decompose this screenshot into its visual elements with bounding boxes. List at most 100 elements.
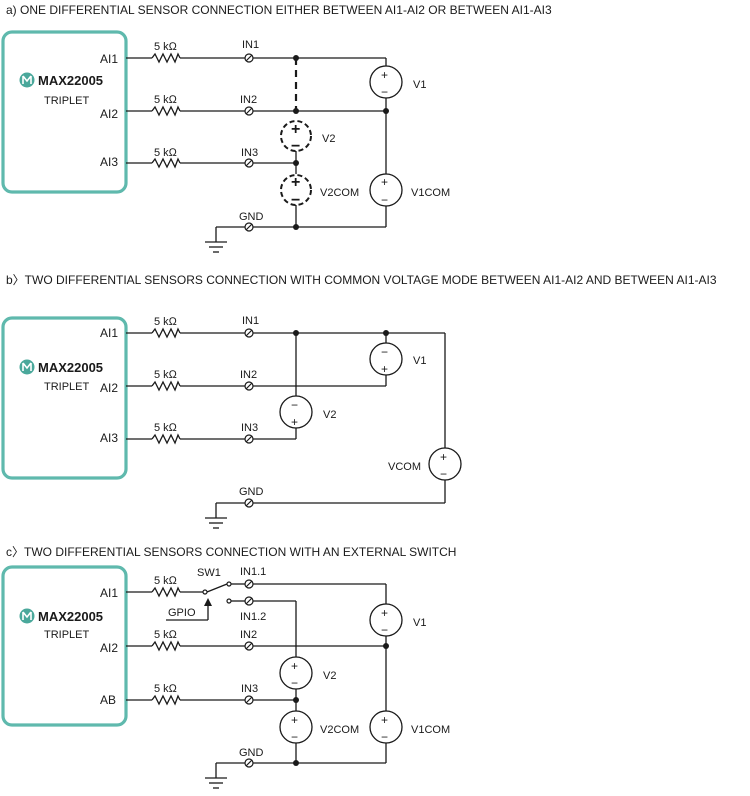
panel-b-label-in1: IN1 (242, 315, 259, 327)
panel-a-label-in3: IN3 (241, 147, 258, 159)
panel-c-label-in2: IN2 (240, 629, 257, 641)
panel-c-label-in1-2: IN1.2 (240, 611, 266, 623)
panel-b-res-label-2: 5 kΩ (154, 369, 178, 381)
panel-b-res-label-3: 5 kΩ (154, 422, 178, 434)
svg-text:−: − (381, 623, 388, 637)
svg-text:+: + (381, 68, 388, 82)
panel-b-res-label-1: 5 kΩ (154, 316, 178, 328)
panel-b-label-v1: V1 (413, 355, 426, 367)
panel-b-terminal-in2 (244, 381, 254, 391)
panel-a-label-v1com: V1COM (411, 187, 450, 199)
panel-b-resistor-2 (151, 381, 181, 391)
panel-c-ground-icon (204, 777, 228, 789)
panel-c-label-gnd: GND (239, 747, 264, 759)
panel-a-ground-icon (204, 241, 228, 253)
panel-c-res-label-2: 5 kΩ (154, 629, 178, 641)
svg-text:+: + (291, 174, 300, 191)
panel-b-terminal-in1 (244, 328, 254, 338)
panel-c-label-sw1: SW1 (197, 567, 221, 579)
panel-a-resistor-2 (151, 106, 181, 116)
svg-text:−: − (381, 345, 388, 359)
panel-c-res-label-3: 5 kΩ (154, 683, 178, 695)
panel-a-res-label-3: 5 kΩ (154, 147, 178, 159)
panel-b-chip (1, 316, 128, 480)
panel-c-switch-contact-2 (226, 598, 232, 604)
svg-text:+: + (381, 606, 388, 620)
panel-c-pin-ai1: AI1 (100, 586, 118, 600)
panel-b-pin-ai3: AI3 (100, 431, 118, 445)
svg-text:+: + (381, 362, 388, 376)
panel-b-resistor-1 (151, 328, 181, 338)
panel-b-label-v2: V2 (323, 409, 336, 421)
panel-b-resistor-3 (151, 434, 181, 444)
panel-c-label-v1com: V1COM (411, 724, 450, 736)
panel-c-switch-arrow-icon (204, 598, 212, 606)
svg-text:−: − (381, 85, 388, 99)
panel-c-resistor-1 (151, 587, 181, 597)
panel-a-label-v2: V2 (322, 133, 335, 145)
panel-a-terminal-in2 (244, 106, 254, 116)
panel-a-terminal-gnd (244, 222, 254, 232)
panel-c-label-gpio: GPIO (168, 607, 196, 619)
panel-c-chip-name: MAX22005 (38, 609, 103, 624)
svg-text:−: − (291, 138, 300, 155)
svg-text:+: + (440, 450, 447, 464)
panel-c-chip-sub: TRIPLET (44, 629, 90, 641)
panel-b-label-in2: IN2 (240, 369, 257, 381)
panel-c-title: c〉TWO DIFFERENTIAL SENSORS CONNECTION WI… (6, 545, 456, 559)
panel-c-label-v2com: V2COM (320, 724, 359, 736)
panel-a-terminal-in3 (244, 158, 254, 168)
svg-text:+: + (291, 659, 298, 673)
svg-text:+: + (381, 175, 388, 189)
panel-b-label-vcom: VCOM (388, 461, 421, 473)
panel-a-res-label-2: 5 kΩ (154, 94, 178, 106)
svg-text:−: − (291, 192, 300, 209)
panel-a-label-gnd: GND (239, 211, 264, 223)
panel-c-label-v1: V1 (413, 617, 426, 629)
panel-c-label-in1-1: IN1.1 (240, 566, 266, 578)
svg-text:−: − (381, 193, 388, 207)
panel-b-label-gnd: GND (239, 486, 264, 498)
panel-b-title: b〉TWO DIFFERENTIAL SENSORS CONNECTION WI… (6, 273, 717, 287)
panel-a-chip-name: MAX22005 (38, 73, 103, 88)
svg-text:−: − (381, 730, 388, 744)
panel-c-label-in3: IN3 (241, 683, 258, 695)
panel-c-terminal-in2 (244, 641, 254, 651)
panel-c-pin-ai2: AI2 (100, 641, 118, 655)
maxim-logo-icon (18, 71, 36, 89)
panel-c-resistor-3 (151, 695, 181, 705)
panel-b-chip-sub: TRIPLET (44, 381, 90, 393)
panel-c-terminal-in3 (244, 695, 254, 705)
panel-c-terminal-in1-1 (244, 579, 254, 589)
svg-text:−: − (291, 398, 298, 412)
svg-text:−: − (291, 676, 298, 690)
panel-a-source-v2com (280, 174, 312, 206)
panel-c-switch-contact-1 (226, 581, 232, 587)
maxim-logo-icon (18, 607, 36, 625)
panel-a-resistor-1 (151, 53, 181, 63)
panel-a-source-v2 (280, 120, 312, 152)
panel-a-terminal-in1 (244, 53, 254, 63)
maxim-logo-icon (18, 358, 36, 376)
panel-a-resistor-3 (151, 158, 181, 168)
svg-text:−: − (291, 730, 298, 744)
svg-text:+: + (291, 713, 298, 727)
panel-b-terminal-gnd (244, 498, 254, 508)
panel-a-res-label-1: 5 kΩ (154, 41, 178, 53)
panel-b-pin-ai2: AI2 (100, 381, 118, 395)
svg-text:−: − (440, 467, 447, 481)
panel-c-label-v2: V2 (323, 670, 336, 682)
panel-c-resistor-2 (151, 641, 181, 651)
panel-b-pin-ai1: AI1 (100, 326, 118, 340)
panel-a-label-in2: IN2 (240, 94, 257, 106)
panel-a-label-in1: IN1 (242, 39, 259, 51)
svg-text:+: + (291, 121, 300, 138)
svg-text:+: + (381, 713, 388, 727)
panel-a-chip-sub: TRIPLET (44, 95, 90, 107)
panel-a-label-v1: V1 (413, 79, 426, 91)
panel-a-pin-ai3: AI3 (100, 155, 118, 169)
panel-c-res-label-1: 5 kΩ (154, 575, 178, 587)
panel-c-pin-ab: AB (100, 693, 116, 707)
panel-a-chip (1, 30, 128, 194)
